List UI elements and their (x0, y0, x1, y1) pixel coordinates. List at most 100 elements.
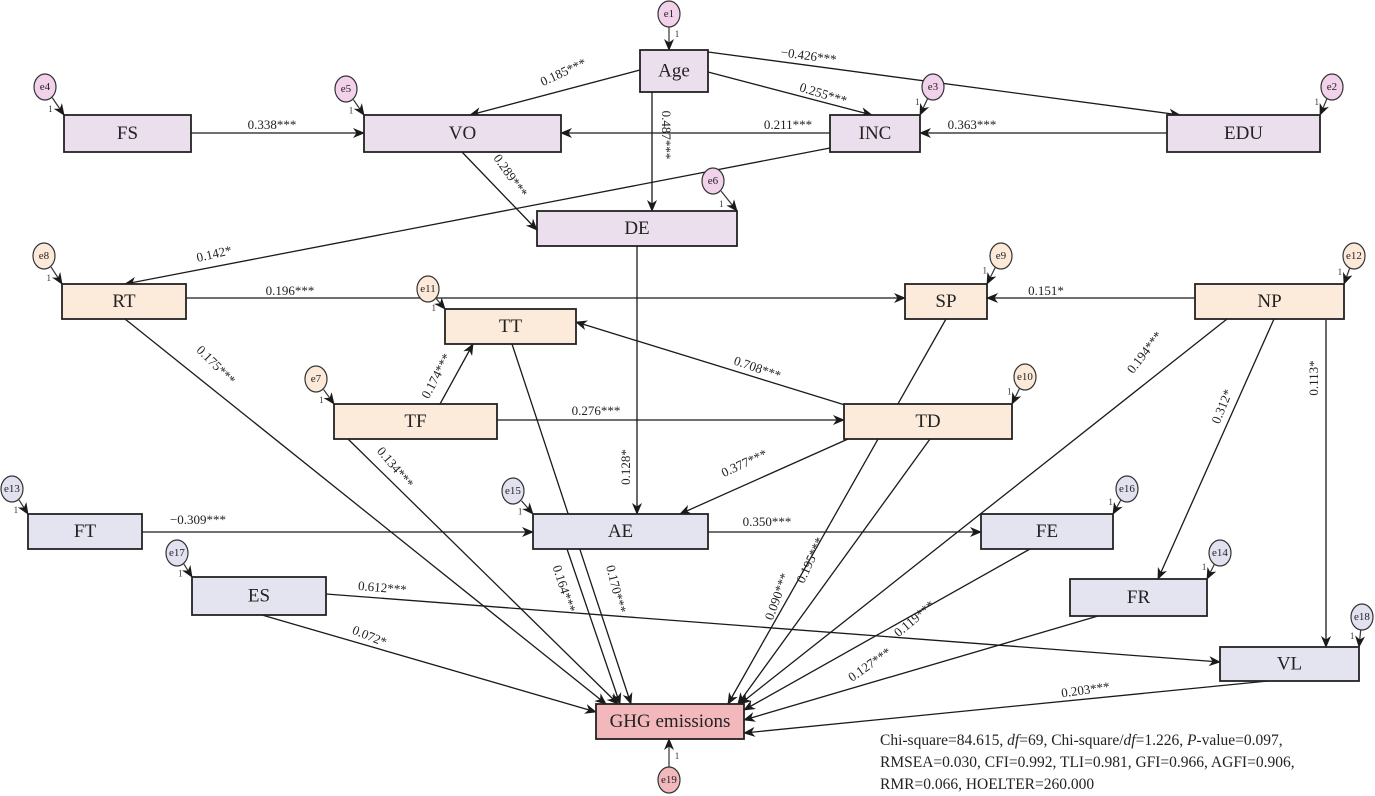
error-term-circle (1320, 73, 1344, 101)
node-sp: SP (904, 283, 988, 320)
node-label: FR (1127, 587, 1151, 608)
error-term-circle (304, 365, 328, 393)
node-ghg: GHG emissions (595, 703, 745, 740)
path-fe-to-ghg (743, 548, 1031, 711)
path-np-to-fr (1157, 318, 1275, 580)
error-term-circle (921, 73, 945, 101)
error-term-label: e13 (4, 483, 20, 495)
path-coefficient: 0.350*** (743, 514, 792, 529)
node-label: GHG emissions (610, 711, 731, 732)
node-edu: EDU (1166, 114, 1321, 153)
error-weight: 1 (675, 751, 680, 761)
error-term-label: e4 (40, 81, 51, 93)
node-box (61, 283, 187, 320)
fit-line-2: RMSEA=0.030, CFI=0.992, TLI=0.981, GFI=0… (880, 754, 1295, 771)
model-fit-statistics: Chi-square=84.615, df=69, Chi-square/df=… (880, 730, 1375, 796)
node-fe: FE (980, 513, 1114, 550)
error-arrow (1206, 564, 1217, 580)
error-term-label: e11 (420, 283, 435, 295)
path-coefficient: 0.113* (1306, 360, 1321, 395)
node-tt: TT (444, 308, 577, 345)
path-coefficient: 0.072* (350, 622, 389, 649)
node-vo: VO (363, 114, 562, 153)
error-term-label: e17 (169, 547, 185, 559)
error-arrow (434, 297, 446, 310)
node-label: SP (935, 291, 956, 312)
error-weight: 1 (178, 568, 183, 578)
error-term-circle (1013, 363, 1037, 391)
error-term-circle (1208, 539, 1232, 567)
error-weight: 1 (319, 395, 324, 405)
node-box (1219, 646, 1360, 682)
path-coefficient: 0.195*** (793, 535, 827, 586)
node-box (595, 703, 745, 740)
error-weight: 1 (1338, 267, 1343, 277)
error-arrow (1319, 98, 1329, 116)
node-box (363, 114, 562, 153)
path-coefficient: 0.338*** (248, 117, 297, 132)
error-term-circle (657, 766, 681, 794)
error-term-label: e14 (1212, 547, 1228, 559)
path-td-to-ae (679, 438, 849, 515)
path-coefficient: 0.119*** (891, 597, 938, 640)
node-ft: FT (27, 513, 143, 550)
node-label: ES (248, 586, 270, 607)
error-term-circle (165, 539, 189, 567)
error-arrow (1112, 500, 1123, 515)
error-term-circle (416, 275, 440, 303)
path-td-to-ghg (737, 438, 931, 705)
node-ae: AE (532, 513, 709, 550)
path-coefficient: 0.185*** (538, 55, 589, 89)
error-weight: 1 (518, 506, 523, 516)
node-np: NP (1194, 283, 1345, 320)
error-weight: 1 (1202, 562, 1207, 572)
error-arrow (1011, 388, 1022, 405)
error-term-circle (1350, 603, 1374, 631)
path-fr-to-ghg (743, 615, 1099, 722)
node-label: INC (859, 123, 892, 144)
node-label: TF (404, 411, 426, 432)
error-term-label: e7 (311, 373, 322, 385)
node-rt: RT (61, 283, 187, 320)
error-term-circle (989, 242, 1013, 270)
error-weight: 1 (1350, 631, 1355, 641)
path-coefficient: −0.309*** (170, 512, 226, 527)
error-weight: 1 (675, 29, 680, 39)
path-coefficient: 0.134*** (374, 444, 417, 491)
node-age: Age (639, 49, 709, 93)
error-weight: 1 (915, 97, 920, 107)
error-weight: 1 (1007, 386, 1012, 396)
path-coefficient: 0.142* (195, 242, 233, 265)
node-de: DE (536, 210, 738, 247)
error-arrow (521, 500, 534, 515)
error-term-circle (33, 73, 57, 101)
node-label: NP (1257, 291, 1281, 312)
node-label: DE (624, 218, 649, 239)
path-coefficient: 0.363*** (948, 117, 997, 132)
error-weight: 1 (1315, 97, 1320, 107)
error-weight: 1 (983, 266, 988, 276)
node-box (444, 308, 577, 345)
path-td-to-tt (575, 320, 846, 406)
node-label: VL (1277, 654, 1302, 675)
path-coefficient: 0.255*** (798, 79, 849, 108)
error-arrow (1355, 629, 1366, 648)
path-es-to-vl (325, 593, 1221, 667)
path-coefficient: 0.377*** (719, 446, 770, 480)
node-es: ES (191, 576, 327, 616)
path-coefficient: 0.128* (618, 449, 633, 485)
path-coefficient: 0.211*** (764, 117, 812, 132)
path-tf-to-tt (439, 343, 474, 405)
error-term-circle (657, 0, 681, 28)
node-box (333, 403, 498, 440)
node-box (1194, 283, 1345, 320)
node-label: FT (74, 521, 97, 542)
node-tf: TF (333, 403, 498, 440)
error-arrow (181, 563, 193, 578)
node-label: RT (112, 291, 136, 312)
path-coefficient: 0.151* (1028, 283, 1064, 298)
node-box (639, 49, 709, 93)
error-term-circle (334, 75, 358, 103)
node-label: FE (1036, 521, 1058, 542)
path-coefficient: 0.196*** (266, 283, 315, 298)
